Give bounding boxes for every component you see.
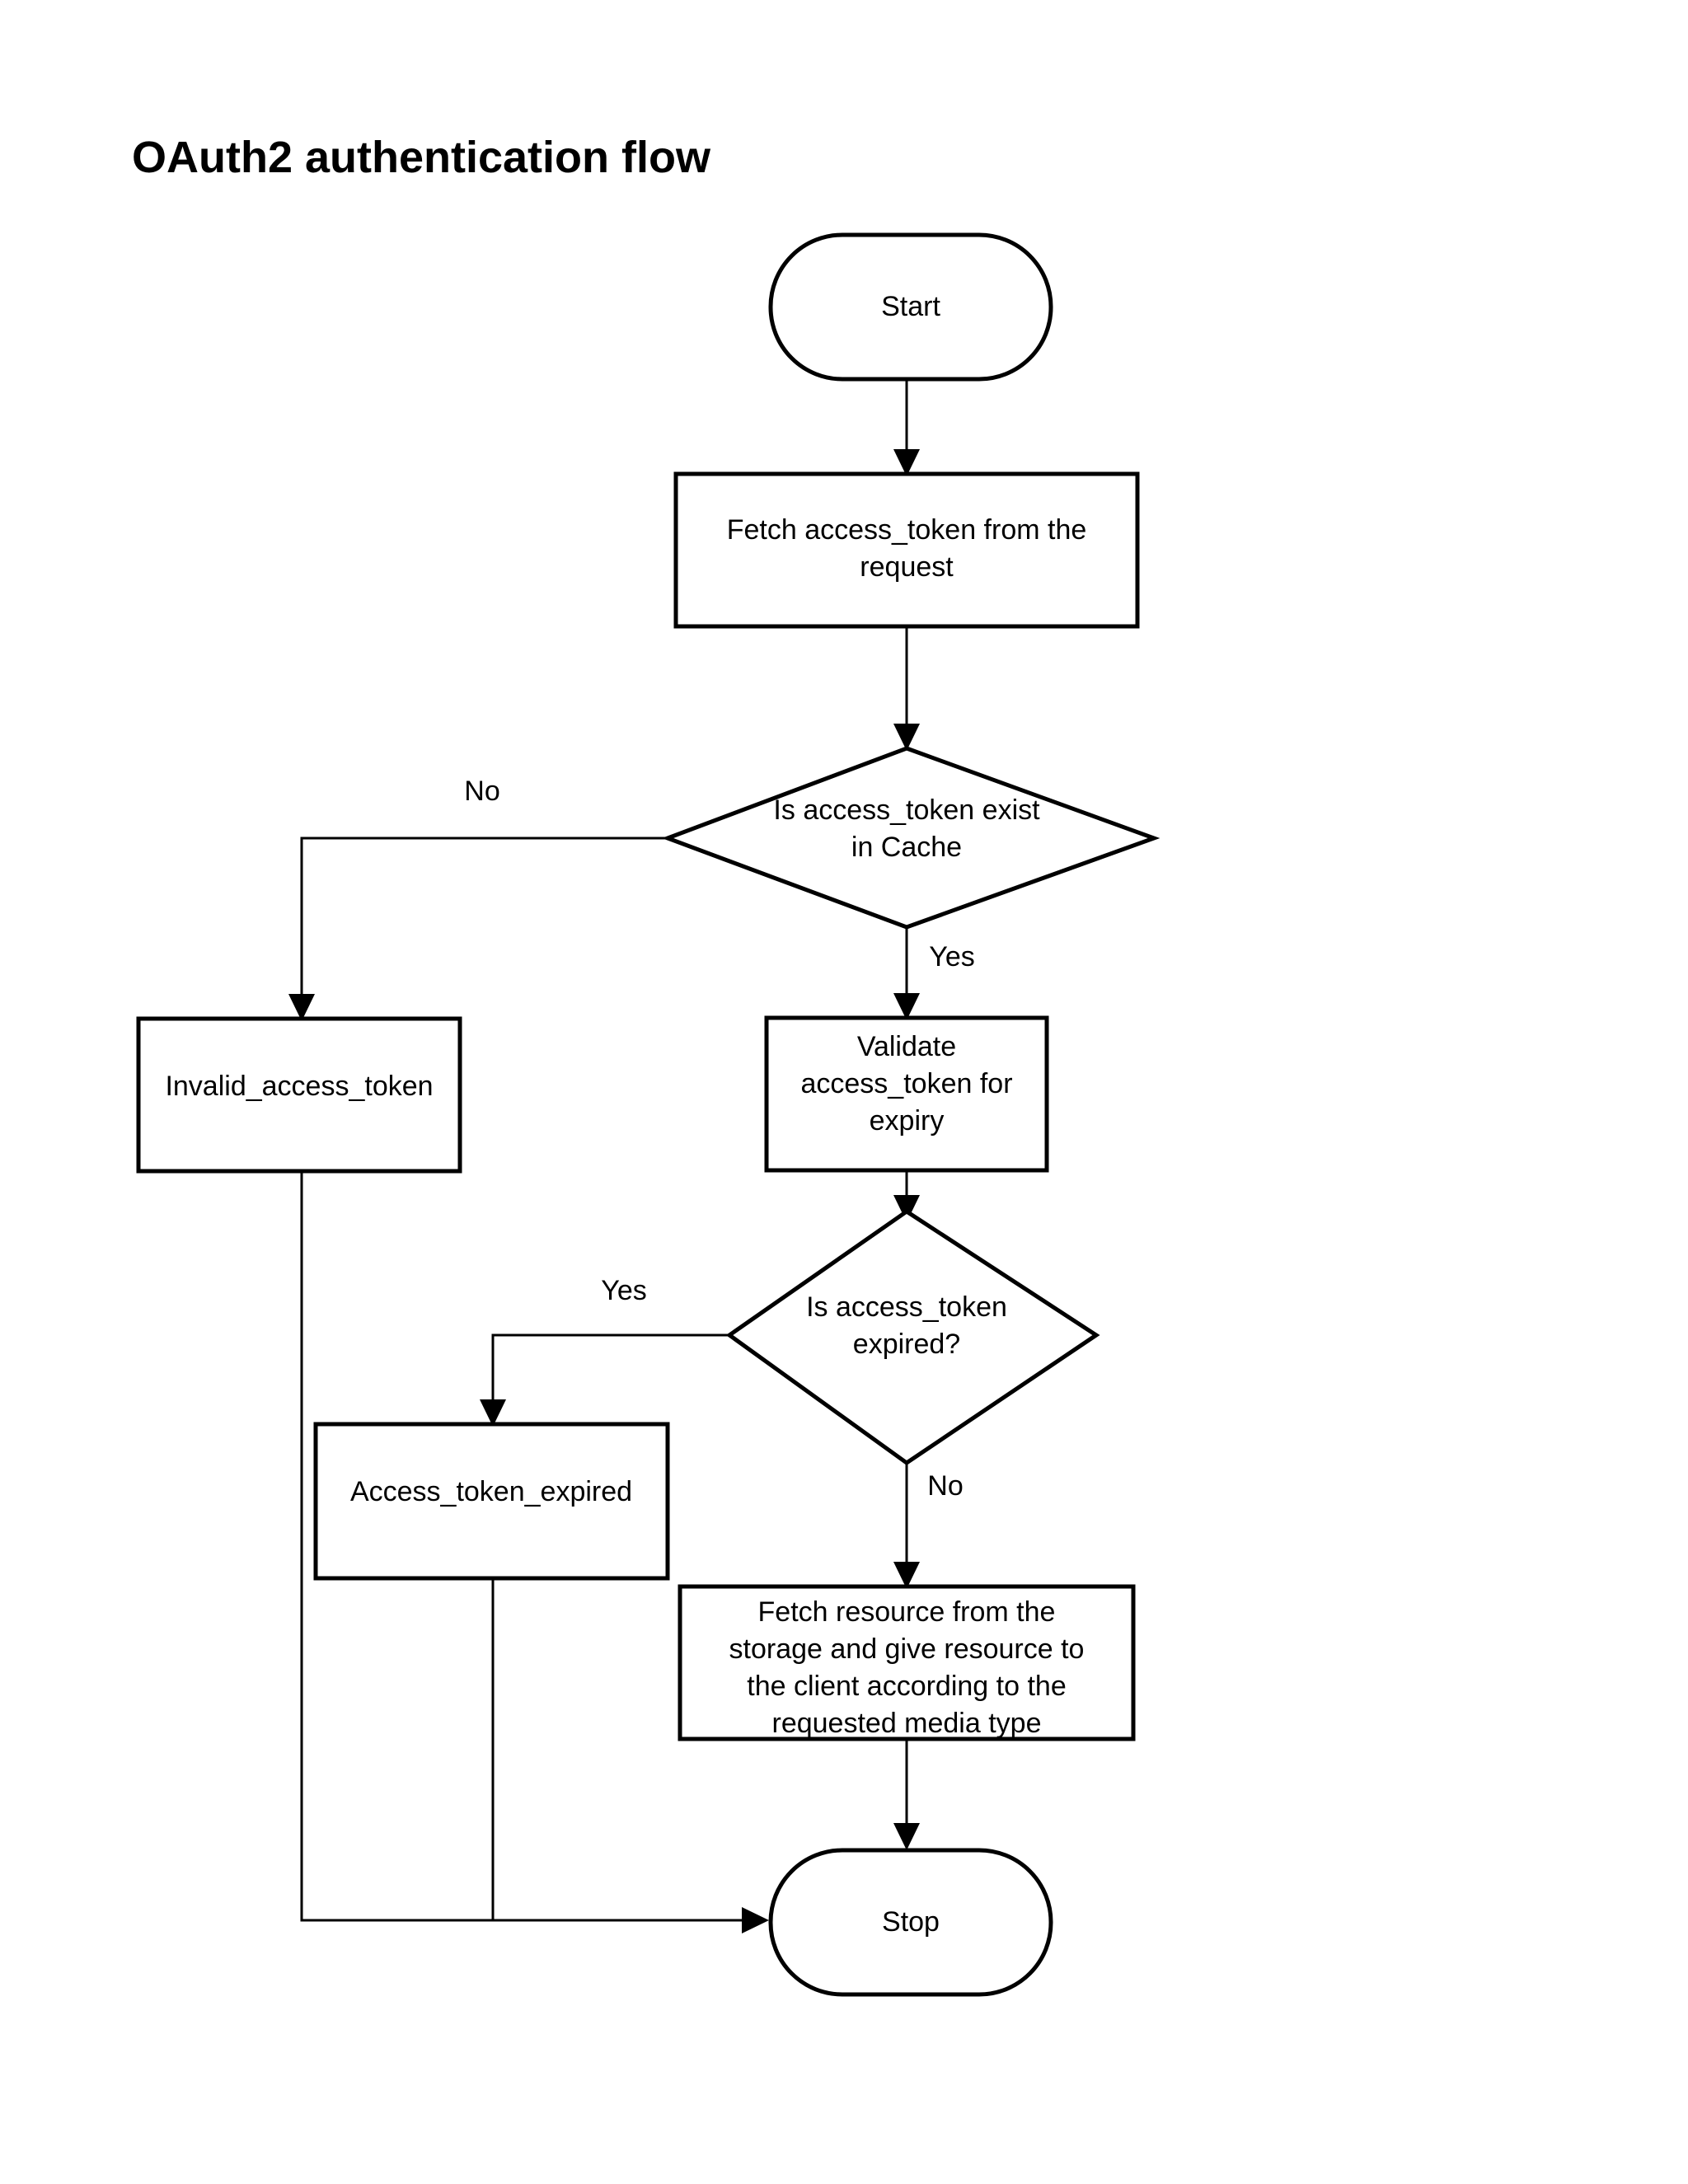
node-cache-check[interactable]: Is access_token exist in Cache: [661, 746, 1160, 930]
node-cache-check-line1: Is access_token exist: [773, 794, 1040, 826]
node-start-label: Start: [881, 291, 940, 322]
node-expiry-check[interactable]: Is access_token expired?: [725, 1208, 1100, 1466]
node-fetch-resource-line2: storage and give resource to: [729, 1633, 1085, 1665]
edge-label-cache-yes: Yes: [929, 941, 974, 972]
edge-fetch-token-to-cache-check: [893, 626, 920, 751]
edge-cache-check-to-validate: [893, 927, 920, 1020]
edge-label-expiry-no: No: [927, 1470, 963, 1502]
node-validate-access-token[interactable]: Validate access_token for expiry: [764, 1015, 1049, 1173]
node-stop[interactable]: Stop: [768, 1848, 1053, 1997]
node-start[interactable]: Start: [768, 232, 1053, 382]
node-validate-access-token-line3: expiry: [870, 1105, 945, 1137]
edge-fetch-res-to-stop: [893, 1739, 920, 1850]
node-stop-label: Stop: [882, 1906, 940, 1938]
edge-validate-to-expiry-check: [893, 1170, 920, 1222]
node-fetch-access-token[interactable]: Fetch access_token from the request: [673, 471, 1140, 629]
node-fetch-access-token-line2: request: [860, 551, 954, 583]
edge-expiry-check-to-expired: [480, 1333, 729, 1427]
edge-cache-check-to-invalid: [288, 837, 668, 1021]
node-validate-access-token-line1: Validate: [857, 1031, 956, 1062]
edge-invalid-to-stop: [300, 1170, 769, 1933]
node-fetch-resource-line3: the client according to the: [747, 1671, 1066, 1702]
node-fetch-resource-line1: Fetch resource from the: [758, 1596, 1056, 1628]
edge-expiry-check-to-fetch-res: [893, 1463, 920, 1589]
node-fetch-resource-line4: requested media type: [772, 1708, 1042, 1739]
node-fetch-access-token-line1: Fetch access_token from the: [727, 514, 1087, 546]
node-access-token-expired[interactable]: Access_token_expired: [313, 1422, 670, 1581]
node-expiry-check-line1: Is access_token: [806, 1291, 1007, 1323]
node-access-token-expired-label: Access_token_expired: [350, 1476, 632, 1507]
edge-label-cache-no: No: [464, 776, 499, 807]
node-cache-check-line2: in Cache: [851, 832, 962, 863]
node-fetch-resource[interactable]: Fetch resource from the storage and give…: [678, 1584, 1136, 1741]
node-invalid-access-token-label: Invalid_access_token: [165, 1071, 433, 1102]
edge-label-expiry-yes: Yes: [601, 1275, 646, 1306]
node-invalid-access-token[interactable]: Invalid_access_token: [136, 1016, 462, 1174]
edge-start-to-fetch-token: [893, 379, 920, 476]
page-title: OAuth2 authentication flow: [132, 133, 710, 182]
node-validate-access-token-line2: access_token for: [800, 1068, 1012, 1099]
node-expiry-check-line2: expired?: [853, 1329, 960, 1360]
